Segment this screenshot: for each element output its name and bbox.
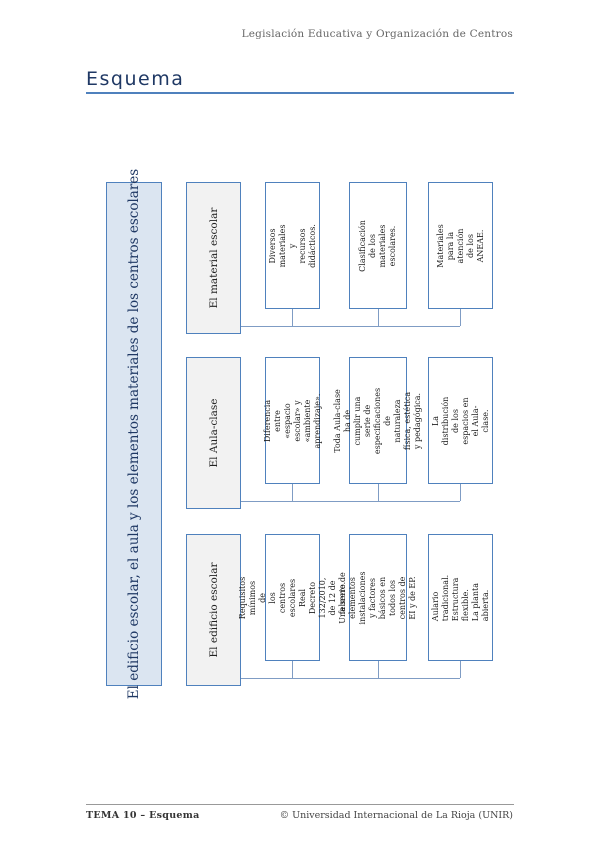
item-text: Clasificación de los materiales escolare… [358,219,397,272]
footer-topic: TEMA 10 – Esquema [86,810,200,821]
connector [460,484,461,501]
item-edificio-1: Requisitos mínimos de los centros escola… [238,534,347,661]
connector [292,484,293,501]
item-text: Diferencia entre «espacio escolar» y «am… [262,393,322,448]
item-edificio-3: Aulario tradicional. Estructura flexible… [428,534,493,661]
item-aula-3: La distribución de los espacios en el Au… [428,357,493,484]
page-title: Esquema [86,68,185,90]
item-text: Una serie de elementos instalaciones y f… [338,571,417,624]
footer-divider [86,804,514,805]
connector [241,678,460,679]
item-edificio-2: Una serie de elementos instalaciones y f… [338,534,417,661]
item-text: Aulario tradicional. Estructura flexible… [430,574,490,621]
category-label: El material escolar [207,207,220,309]
item-aula-1: Diferencia entre «espacio escolar» y «am… [262,357,322,484]
connector [241,326,460,327]
connector [292,309,293,326]
category-label: El Aula-clase [207,398,220,468]
title-divider [86,92,514,94]
document-header: Legislación Educativa y Organización de … [241,28,513,40]
connector [292,661,293,678]
item-material-3: Materiales para la atención de los ANEAE… [428,182,493,309]
diagram-main-box: El edificio escolar, el aula y los eleme… [106,169,162,699]
item-text: Diversos materiales y recursos didáctico… [267,223,317,268]
item-material-1: Diversos materiales y recursos didáctico… [265,182,320,309]
category-edificio-escolar: El edificio escolar [186,534,241,686]
category-material-escolar: El material escolar [186,182,241,334]
connector [460,661,461,678]
connector [378,661,379,678]
diagram-main-label: El edificio escolar, el aula y los eleme… [126,168,142,700]
category-aula-clase: El Aula-clase [186,357,241,509]
connector [378,484,379,501]
category-label: El edificio escolar [207,562,220,658]
connector [378,309,379,326]
connector [460,309,461,326]
item-text: Toda Aula-clase ha de cumplir una serie … [333,387,422,454]
footer-copyright: © Universidad Internacional de La Rioja … [279,810,513,821]
connector [241,501,460,502]
item-aula-2: Toda Aula-clase ha de cumplir una serie … [333,357,422,484]
item-text: Requisitos mínimos de los centros escola… [237,576,347,619]
item-text: La distribución de los espacios en el Au… [430,396,490,445]
item-material-2: Clasificación de los materiales escolare… [349,182,407,309]
item-text: Materiales para la atención de los ANEAE… [435,223,485,268]
